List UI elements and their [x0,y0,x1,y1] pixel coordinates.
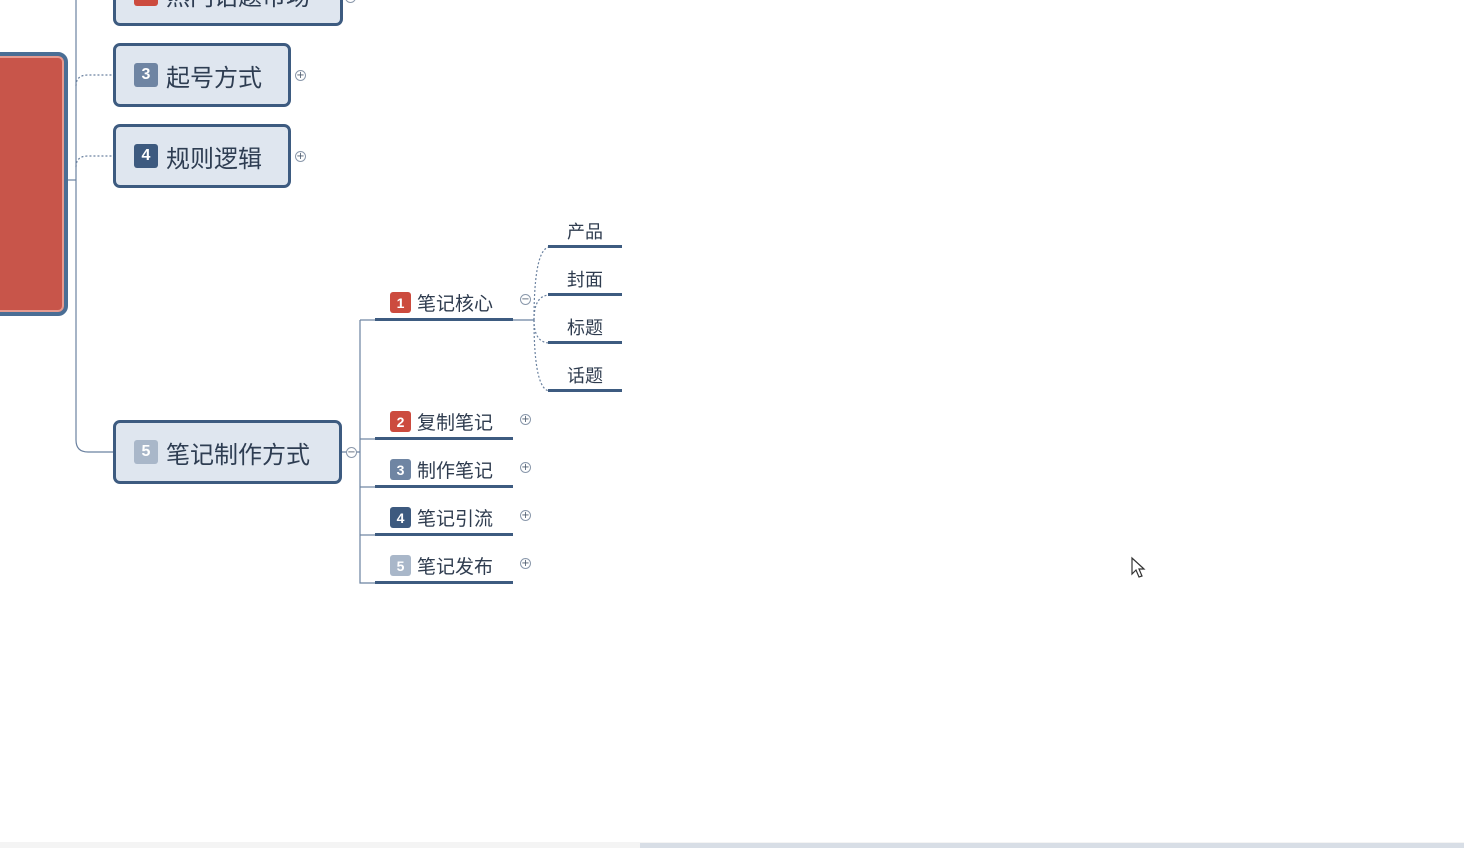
horizontal-scrollbar[interactable] [0,842,1464,848]
priority-badge: 1 [390,292,411,313]
expand-icon[interactable]: + [520,557,531,569]
priority-badge: 5 [390,555,411,576]
collapse-icon[interactable]: − [346,446,357,458]
subtopic-note-core[interactable]: 1 笔记核心 [390,289,493,316]
scrollbar-thumb[interactable] [640,843,1464,848]
leaf-product[interactable]: 产品 [567,222,603,243]
leaf-cover[interactable]: 封面 [567,270,603,291]
topic-label: 起号方式 [166,63,262,92]
topic-label: 规则逻辑 [166,144,262,173]
subtopic-note-traffic[interactable]: 4 笔记引流 [390,504,493,531]
topic-node-rules[interactable]: 4 规则逻辑 [113,124,291,188]
leaf-title[interactable]: 标题 [567,318,603,339]
priority-badge: 2 [134,0,158,6]
collapse-icon[interactable]: − [520,293,531,305]
priority-badge: 2 [390,411,411,432]
leaf-underline [548,245,622,248]
subtopic-label: 制作笔记 [417,460,494,482]
subtopic-note-publish[interactable]: 5 笔记发布 [390,552,493,579]
leaf-underline [548,293,622,296]
subtopic-label: 笔记引流 [417,508,494,530]
leaf-topic[interactable]: 话题 [567,366,603,387]
topic-label: 热门话题市场 [166,0,310,12]
expand-icon[interactable]: + [520,413,531,425]
mouse-cursor-icon [1131,556,1146,578]
topic-node-startup[interactable]: 3 起号方式 [113,43,291,107]
expand-icon[interactable]: + [520,461,531,473]
topic-node-note-production[interactable]: 5 笔记制作方式 [113,420,342,484]
priority-badge: 4 [134,144,158,168]
subtopic-label: 复制笔记 [417,412,494,434]
subtopic-label: 笔记核心 [417,293,494,315]
priority-badge: 3 [390,459,411,480]
topic-node-hot-topics[interactable]: 2 热门话题市场 [113,0,343,26]
subtopic-label: 笔记发布 [417,556,494,578]
leaf-underline [548,389,622,392]
subtopic-underline [375,581,513,584]
expand-icon[interactable]: + [520,509,531,521]
expand-icon[interactable]: + [295,69,306,81]
priority-badge: 5 [134,440,158,464]
subtopic-copy-note[interactable]: 2 复制笔记 [390,408,493,435]
subtopic-underline [375,533,513,536]
root-node[interactable] [0,52,68,316]
priority-badge: 3 [134,63,158,87]
expand-icon[interactable]: + [295,150,306,162]
priority-badge: 4 [390,507,411,528]
subtopic-underline [375,437,513,440]
leaf-underline [548,341,622,344]
subtopic-underline [375,485,513,488]
topic-label: 笔记制作方式 [166,440,310,469]
subtopic-make-note[interactable]: 3 制作笔记 [390,456,493,483]
subtopic-underline [375,318,513,321]
